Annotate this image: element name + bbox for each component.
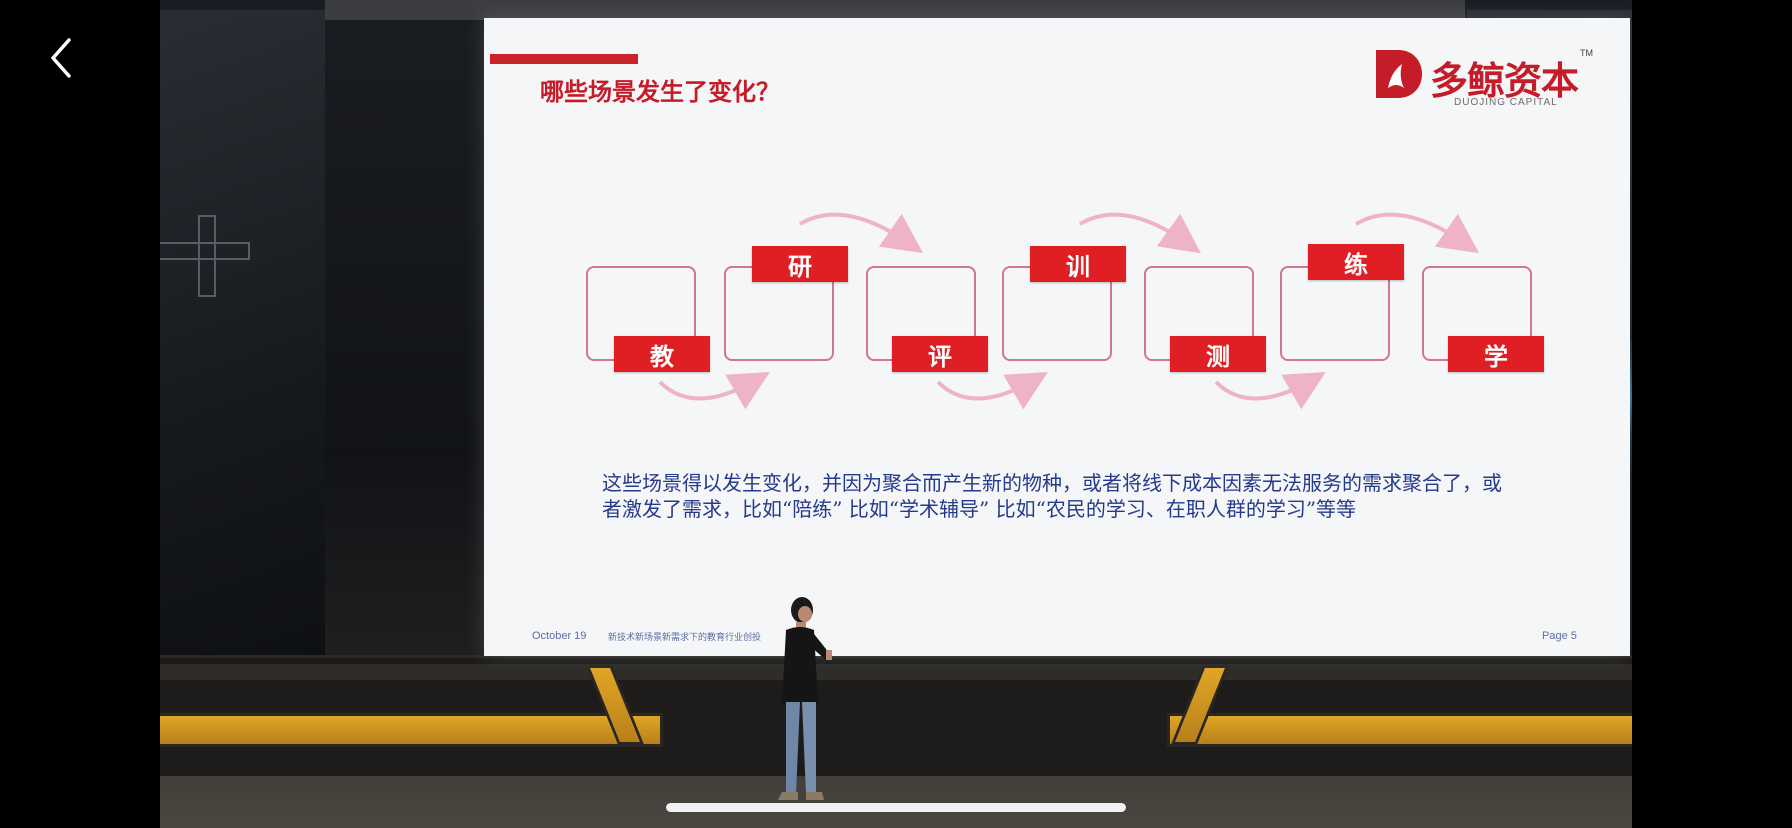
flow-arrow-1: [658, 371, 770, 410]
presentation-slide: 哪些场景发生了变化？ 多鲸资本 DUOJING CAPITAL TM: [484, 18, 1630, 656]
flow-label-3: 评: [892, 336, 988, 372]
flow-label-2: 研: [752, 246, 848, 282]
duojing-logo: 多鲸资本 DUOJING CAPITAL TM: [1372, 48, 1593, 118]
stage-left-panel: [160, 10, 325, 660]
flow-arrow-3: [936, 371, 1048, 410]
slide-page-number: Page 5: [1542, 630, 1577, 642]
slide-title: 哪些场景发生了变化？: [540, 78, 780, 106]
slide-footer-date: October 19: [532, 630, 587, 642]
flow-diagram: 教 研 评 训 测 练 学: [484, 18, 1630, 656]
flow-label-5: 测: [1170, 336, 1266, 372]
logo-subtitle: DUOJING CAPITAL: [1454, 97, 1558, 108]
slide-body-line-2: 者激发了需求，比如“陪练” 比如“学术辅导” 比如“农民的学习、在职人群的学习”…: [602, 497, 1357, 521]
flow-arrow-4: [1078, 212, 1201, 254]
stage-yellow-bar-right: [1170, 716, 1632, 744]
title-accent-bar: [490, 54, 638, 64]
back-button[interactable]: [36, 30, 86, 86]
slide-footer-subtitle: 新技术新场景新需求下的教育行业创投: [608, 633, 762, 643]
slide-body-line-1: 这些场景得以发生变化，并因为聚合而产生新的物种，或者将线下成本因素无法服务的需求…: [602, 471, 1502, 495]
logo-trademark: TM: [1580, 48, 1593, 58]
stage-deck-edge: [160, 658, 1632, 664]
flow-arrows: [658, 212, 1480, 410]
flow-arrow-5: [1214, 371, 1326, 410]
flow-box-6: [1280, 266, 1390, 361]
flow-arrow-6: [1354, 212, 1480, 254]
flow-label-6: 练: [1308, 244, 1404, 280]
slide-body-text: 这些场景得以发生变化，并因为聚合而产生新的物种，或者将线下成本因素无法服务的需求…: [602, 470, 1574, 522]
flow-label-4: 训: [1030, 246, 1126, 282]
presenter-figure: [778, 597, 832, 800]
video-frame[interactable]: 哪些场景发生了变化？ 多鲸资本 DUOJING CAPITAL TM: [160, 0, 1632, 828]
stage-yellow-bar-left: [160, 716, 660, 744]
stage-decor-cross: [160, 242, 250, 260]
chevron-left-icon: [51, 38, 71, 78]
logo-name: 多鲸资本: [1430, 59, 1579, 103]
flow-label-7: 学: [1448, 336, 1544, 372]
stage-truss: [325, 0, 1465, 20]
whale-logo-icon: [1376, 50, 1422, 98]
home-indicator[interactable]: [666, 803, 1126, 812]
stage-decor-cross-vertical: [198, 215, 216, 297]
flow-arrow-2: [798, 212, 924, 254]
flow-label-1: 教: [614, 336, 710, 372]
